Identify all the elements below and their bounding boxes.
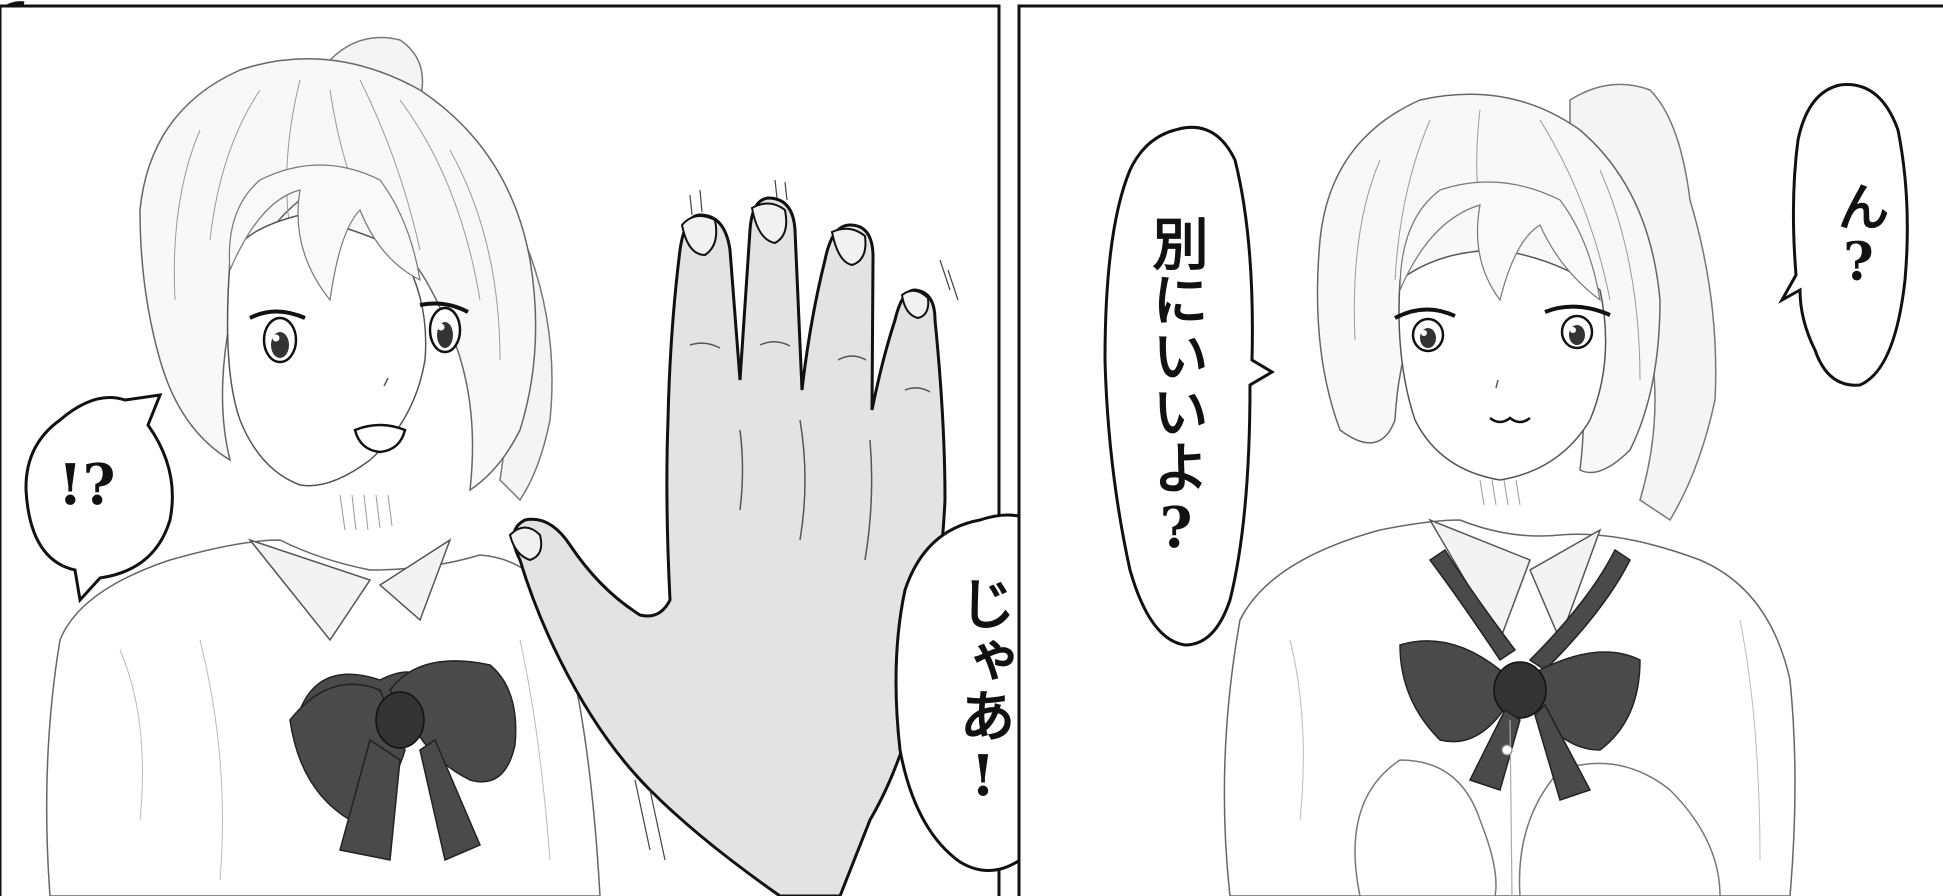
bubble-n [1778,83,1909,387]
girl-right-neck-hatching [1479,479,1521,506]
girl-right-eyes [1394,304,1611,353]
bubble-betsuni [1103,125,1275,647]
girl-right-mouth [1489,416,1531,424]
hand-creases [689,341,931,561]
panel-right [1017,4,1943,896]
hand-motion-lines [634,179,959,861]
bubble-n-text: ん? [1828,180,1889,293]
bubble-exclaim [24,393,174,604]
bubble-jaa-text: じゃあ! [950,575,1016,809]
girl-left-collar [247,538,372,642]
girl-left-eyes [249,301,469,364]
panel-left [0,4,1078,896]
girl-right-collar-right [1529,528,1602,643]
girl-left-shirt-folds [119,639,551,881]
girl-left-figure [45,36,601,896]
girl-left-collar-right [378,538,452,622]
bubble-betsuni-text: 別にいいよ? [1143,215,1209,561]
girl-left-bangs [228,164,421,302]
bubble-exclaim-text: !? [58,452,116,518]
girl-left-mouth [353,423,407,454]
hand-nails [508,202,930,562]
girl-right-hair [1316,93,1661,474]
hand-figure [508,179,959,896]
girl-right-nose [1495,379,1499,389]
girl-left-hair [139,58,537,492]
girl-right-figure [1223,83,1796,896]
girl-right-bow [1399,548,1641,801]
girl-right-button [1501,744,1513,756]
girl-right-chest-left [1354,759,1497,896]
girl-left-bow [289,660,517,862]
girl-left-nose [383,377,389,387]
hand-shape [512,196,947,896]
girl-left-hair-strands [173,79,501,361]
girl-right-bangs [1399,181,1601,302]
girl-left-neck-hatching [339,494,393,531]
girl-right-shirt-folds [1289,619,1761,861]
